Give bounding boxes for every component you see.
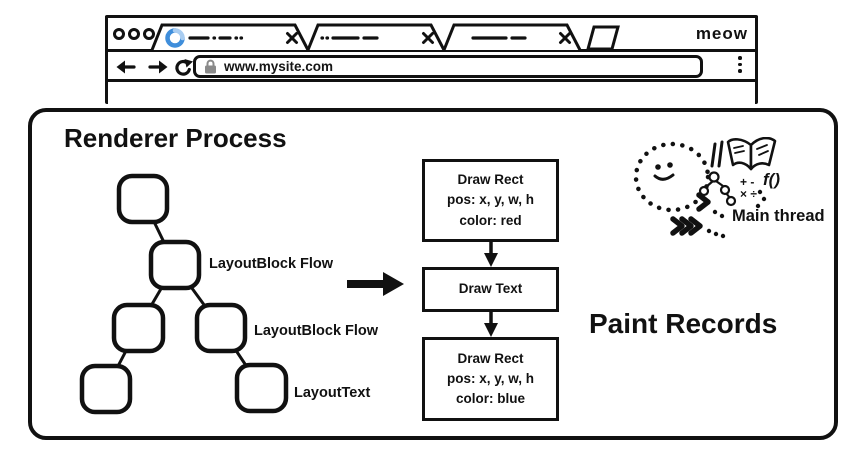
spinner-icon: [165, 28, 185, 48]
layout-tree-edges: [104, 198, 263, 390]
reload-button[interactable]: [174, 59, 193, 77]
lock-icon: [205, 59, 216, 74]
paint-record-line: Draw Rect: [457, 350, 524, 366]
layout-tree-node: [194, 302, 248, 354]
paint-record-box: Draw Rect pos: x, y, w, h color: red: [422, 159, 559, 242]
smiley-dotted-oval-icon: [633, 141, 711, 213]
paint-records-title: Paint Records: [589, 308, 778, 339]
paint-record-line: Draw Text: [458, 281, 523, 297]
main-thread-doodle: + - × ÷ f(): [633, 137, 780, 239]
arrow-down-icon: [484, 312, 498, 337]
window-control-icon[interactable]: [128, 28, 140, 40]
book-icon: [726, 137, 777, 171]
tab-close-icon[interactable]: [559, 32, 571, 44]
layout-tree: [79, 173, 289, 415]
pencil-icon: [710, 140, 724, 168]
layout-tree-node: [116, 173, 170, 225]
tree-doodle-icon: [698, 171, 737, 207]
navigation-bar: www.mysite.com: [108, 52, 755, 82]
paint-record-line: color: blue: [455, 391, 525, 407]
tab-active[interactable]: [150, 23, 310, 51]
tab-bar: meow: [108, 18, 755, 52]
forward-button[interactable]: [148, 59, 168, 75]
layout-tree-node: [234, 362, 289, 414]
tab[interactable]: [306, 23, 446, 51]
url-bar[interactable]: www.mysite.com: [193, 55, 703, 78]
layout-tree-node: [111, 302, 166, 354]
paint-record-line: Draw Rect: [457, 172, 524, 188]
arrow-right-icon: [347, 272, 404, 296]
back-button[interactable]: [116, 59, 136, 75]
layout-tree-node: [79, 363, 133, 415]
paint-record-box: Draw Rect pos: x, y, w, h color: blue: [422, 337, 559, 421]
layout-node-label: LayoutBlock Flow: [254, 323, 379, 339]
tab[interactable]: [442, 23, 582, 51]
browser-window: meow www.mysite.com: [105, 15, 758, 104]
layout-tree-node: [148, 239, 202, 291]
chevron-trail-icon: [670, 189, 767, 239]
browser-brand: meow: [695, 24, 748, 43]
main-thread-label: Main thread: [732, 207, 825, 225]
window-controls: [113, 28, 155, 40]
math-symbols-icon: + -: [740, 175, 754, 189]
tab-close-icon[interactable]: [286, 32, 298, 44]
paint-record-line: pos: x, y, w, h: [446, 192, 534, 208]
menu-button[interactable]: [738, 56, 742, 73]
window-control-icon[interactable]: [143, 28, 155, 40]
function-icon: f(): [763, 170, 780, 189]
arrow-down-icon: [484, 242, 498, 267]
paint-record-line: color: red: [459, 212, 522, 228]
layout-node-label: LayoutBlock Flow: [209, 256, 334, 272]
tab-strip: [150, 23, 620, 51]
tab-close-icon[interactable]: [422, 32, 434, 44]
url-text: www.mysite.com: [224, 59, 334, 74]
paint-record-box: Draw Text: [422, 267, 559, 312]
paint-record-line: pos: x, y, w, h: [446, 370, 534, 386]
math-symbols-icon: × ÷: [740, 187, 757, 201]
renderer-process-panel: Renderer Process LayoutBlock Flow Layout…: [28, 108, 838, 440]
new-tab-button[interactable]: [586, 25, 620, 51]
renderer-process-title: Renderer Process: [64, 123, 287, 153]
window-control-icon[interactable]: [113, 28, 125, 40]
layout-node-label: LayoutText: [294, 385, 371, 401]
